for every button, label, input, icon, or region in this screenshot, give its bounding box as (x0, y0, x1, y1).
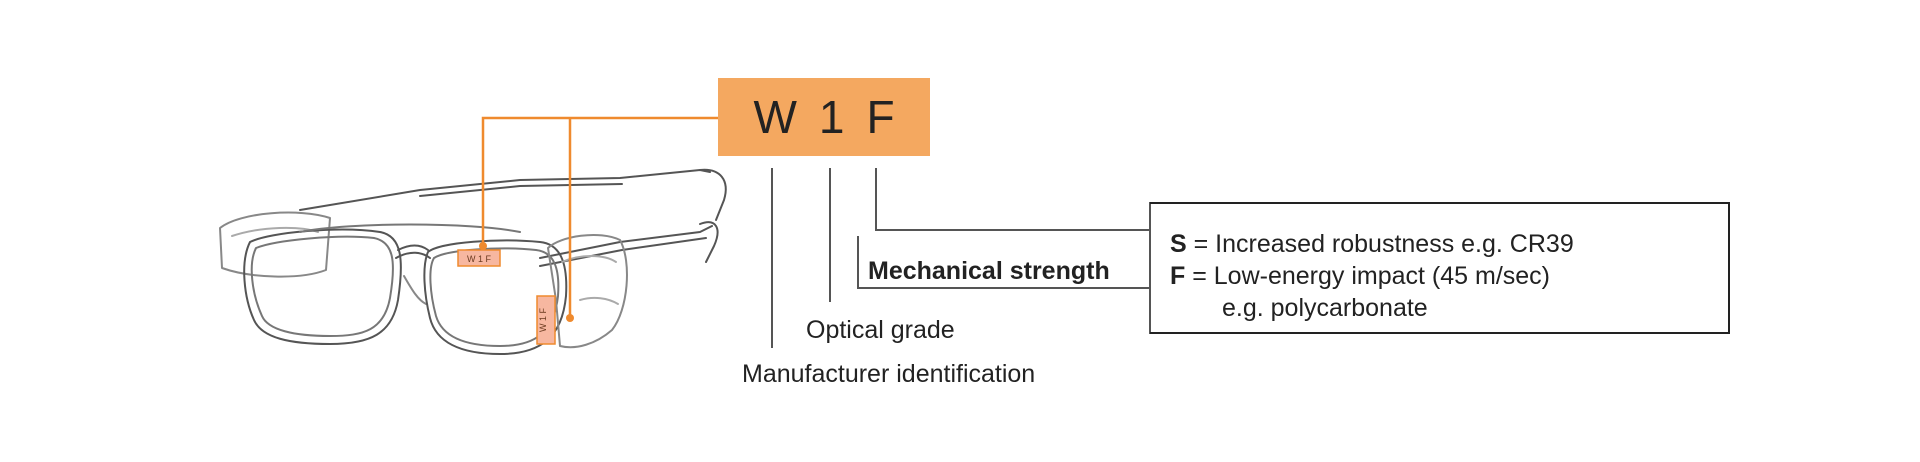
callout-lines (481, 116, 718, 318)
front-stamp-text: W 1 F (467, 254, 492, 264)
side-stamp (536, 295, 556, 345)
front-stamp (457, 249, 501, 267)
side-stamp-dot (566, 314, 574, 322)
legend-f-text: = Low-energy impact (45 m/sec) (1192, 262, 1551, 290)
code-letter-f: F (866, 91, 895, 143)
legend-f-key: F (1170, 262, 1186, 290)
mechanical-strength-label: Mechanical strength (868, 257, 1110, 285)
leader-lines (771, 168, 1151, 348)
optical-grade-label: Optical grade (806, 316, 955, 344)
legend-s-text: = Increased robustness e.g. CR39 (1193, 230, 1574, 258)
code-letter-w: W (753, 91, 797, 143)
legend-box (1150, 202, 1730, 334)
legend-s-row: S = Increased robustness e.g. CR39 (1170, 230, 1574, 259)
code-letter-1: 1 (818, 91, 845, 143)
legend-f-text2: e.g. polycarbonate (1222, 294, 1428, 322)
side-stamp-text: W 1 F (538, 307, 548, 332)
manufacturer-label: Manufacturer identification (742, 360, 1036, 388)
legend-s-key: S (1170, 230, 1187, 258)
legend-f-row: F = Low-energy impact (45 m/sec) (1170, 262, 1550, 291)
code-marking-box: W 1 F (718, 78, 930, 156)
front-stamp-dot (479, 242, 487, 250)
